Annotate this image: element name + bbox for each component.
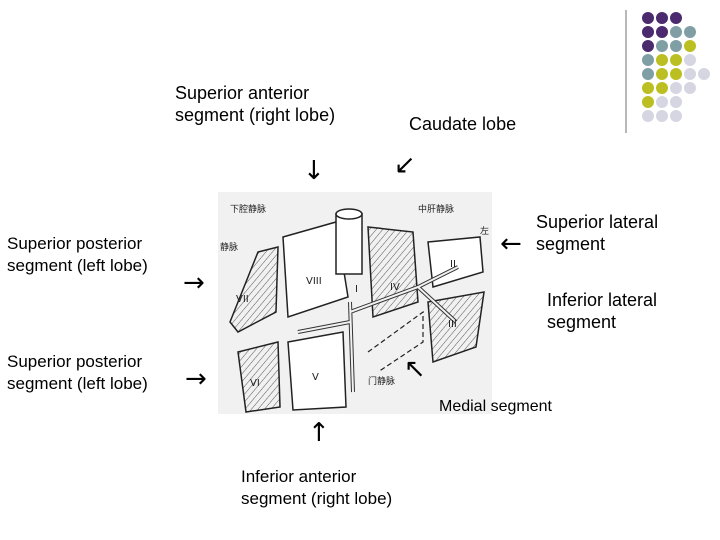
decorative-dot <box>656 96 668 108</box>
label-line: Superior anterior <box>175 83 310 103</box>
decorative-dot <box>642 110 654 122</box>
label-line: Superior posterior <box>7 352 143 371</box>
segment-vi-shape <box>237 341 281 413</box>
label-line: segment <box>547 312 617 332</box>
segment-v-shape <box>287 331 347 411</box>
label-line: segment (left lobe) <box>7 374 148 393</box>
decorative-dot <box>670 96 682 108</box>
figure-text-middle-hepatic-vein: 中肝静脉 <box>418 203 454 215</box>
decorative-dot <box>642 96 654 108</box>
label-superior-lateral-segment: Superior lateral segment <box>536 211 658 255</box>
decorative-dot <box>656 26 668 38</box>
label-superior-posterior-segment-upper: Superior posterior segment (left lobe) <box>7 233 148 277</box>
decorative-dot <box>684 26 696 38</box>
decorative-dot <box>642 82 654 94</box>
arrow-down-superior-anterior: ↓ <box>303 156 325 186</box>
label-line: segment <box>536 234 606 254</box>
label-line: Superior posterior <box>7 234 143 253</box>
label-superior-anterior-segment: Superior anterior segment (right lobe) <box>175 82 335 126</box>
liver-segments-figure: 下腔静脉 中肝静脉 左 静脉 门静脉 II III IV V VI VII VI… <box>218 192 492 414</box>
segment-label-vi: VI <box>250 378 260 389</box>
figure-text-vein-fragment: 静脉 <box>220 241 238 253</box>
decorative-dot <box>670 12 682 24</box>
label-line: segment (left lobe) <box>7 256 148 275</box>
segment-vii-shape <box>229 246 279 333</box>
decorative-dot <box>656 54 668 66</box>
decorative-dot <box>684 54 696 66</box>
label-medial-segment: Medial segment <box>439 398 552 415</box>
segment-label-ii: II <box>450 259 456 270</box>
decorative-dot <box>670 82 682 94</box>
decorative-dot <box>670 26 682 38</box>
decorative-dot <box>656 12 668 24</box>
figure-text-left: 左 <box>480 225 489 237</box>
decorative-dot <box>656 40 668 52</box>
decorative-dot <box>670 40 682 52</box>
segment-iv-shape <box>367 226 419 319</box>
decorative-dot <box>684 40 696 52</box>
figure-text-portal-vein: 门静脉 <box>368 375 395 387</box>
decorative-dot <box>656 82 668 94</box>
label-caudate-lobe: Caudate lobe <box>409 114 517 134</box>
label-inferior-anterior-segment: Inferior anterior segment (right lobe) <box>241 466 392 510</box>
label-superior-posterior-segment-lower: Superior posterior segment (left lobe) <box>7 351 148 395</box>
segment-label-vii: VII <box>236 294 249 305</box>
arrow-right-superior-posterior-upper: → <box>183 268 205 298</box>
label-line: Inferior lateral <box>547 290 658 310</box>
decorative-dot <box>670 68 682 80</box>
arrow-right-superior-posterior-lower: → <box>185 364 207 394</box>
segment-viii-shape <box>282 221 349 319</box>
decorative-dot <box>656 110 668 122</box>
segment-label-i: I <box>355 284 358 295</box>
decorative-dot <box>684 82 696 94</box>
decorative-dot <box>642 26 654 38</box>
segment-label-iv: IV <box>390 282 400 293</box>
label-inferior-lateral-segment: Inferior lateral segment <box>547 289 657 333</box>
ivc-opening <box>335 208 363 220</box>
label-line: segment (right lobe) <box>241 489 393 508</box>
decorative-dot <box>698 68 710 80</box>
decorative-dot <box>642 12 654 24</box>
decorative-dot-grid <box>625 10 710 133</box>
arrow-left-superior-lateral: ← <box>500 229 522 259</box>
label-line: Superior lateral <box>536 212 659 232</box>
arrow-up-inferior-anterior: ↑ <box>308 418 330 448</box>
arrow-up-left-medial: ↖ <box>404 354 426 384</box>
medial-boundary <box>367 310 424 373</box>
ivc-vessel <box>335 213 363 275</box>
figure-text-ivc: 下腔静脉 <box>230 203 266 215</box>
decorative-dot <box>684 68 696 80</box>
decorative-dot <box>670 54 682 66</box>
segment-label-viii: VIII <box>306 276 322 287</box>
segment-label-iii: III <box>448 319 457 330</box>
decorative-dot <box>642 54 654 66</box>
label-line: Inferior anterior <box>241 467 357 486</box>
arrow-down-left-caudate: ↙ <box>394 150 416 180</box>
label-line: segment (right lobe) <box>175 105 336 125</box>
decorative-dot <box>642 40 654 52</box>
decorative-dot <box>656 68 668 80</box>
decorative-dot <box>642 68 654 80</box>
segment-label-v: V <box>312 372 319 383</box>
decorative-dot <box>670 110 682 122</box>
